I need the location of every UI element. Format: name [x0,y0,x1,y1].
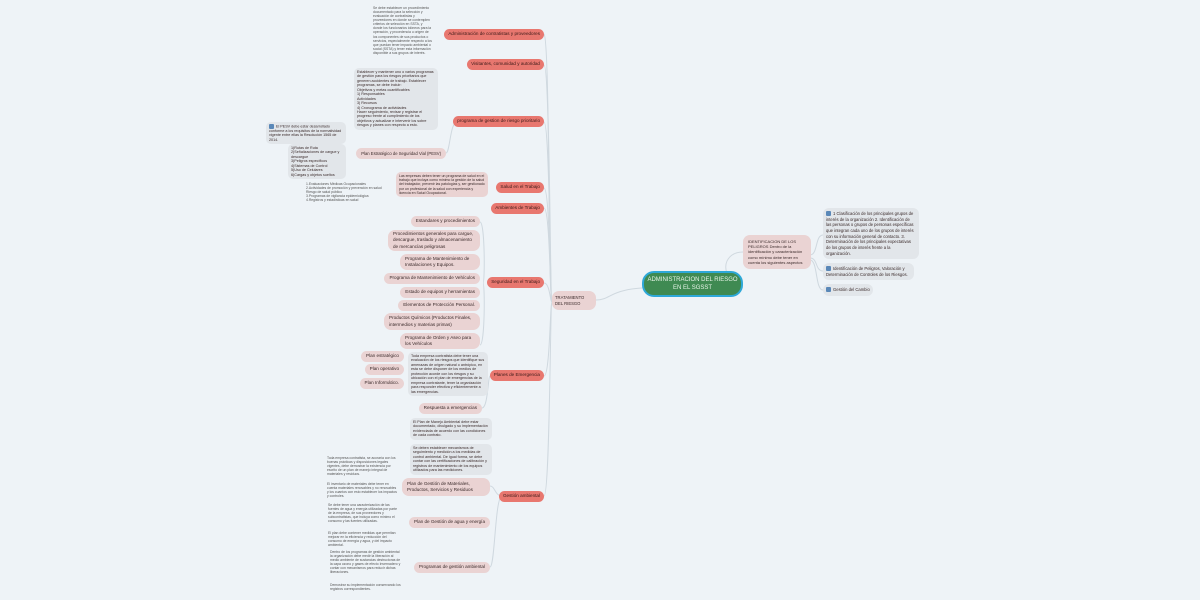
item-text: Gestión del Cambio [833,287,870,292]
seguridad-item[interactable]: Programa de Mantenimiento de Instalacion… [400,254,480,270]
note-emergencias: Toda empresa contratista debe tener una … [408,352,488,396]
note-programas: Demostrar su implementación conservando … [330,583,401,592]
central-topic[interactable]: ADMINISTRACION DEL RIESGO EN EL SGSST [642,271,743,297]
list-pesv: 1)Rutas de Ruta 2)Señalizaciones de carg… [288,144,346,180]
node-planes-emergencia[interactable]: Planes de Emergencia [489,370,544,381]
node-respuesta-emergencias[interactable]: Respuesta a emergencias [418,403,482,414]
item-text: 1 Clasificación de los principales grupo… [826,211,914,256]
seguridad-item[interactable]: Procedimientos generales para cargue, de… [388,230,480,251]
note-icon [826,211,831,217]
identificacion-item[interactable]: Identificación de Peligros, Valoración y… [823,263,914,281]
identificacion-item[interactable]: 1 Clasificación de los principales grupo… [823,208,919,260]
note-icon [826,287,831,293]
note-agua: El plan debe contener medidas que permit… [328,531,396,548]
node-pesv[interactable]: Plan Estratégico de Seguridad Vial (PESV… [356,148,446,159]
seguridad-item[interactable]: Productos Químicos (Productos Finales, i… [384,313,480,330]
seguridad-item[interactable]: Estandares y procedimientos [410,216,480,227]
note-text: El PESV debe estar desarrollado conforme… [269,124,342,142]
note-admin: Se debe establecer un procedimiento docu… [373,6,432,55]
node-seguridad[interactable]: Seguridad en el Trabajo [487,277,544,288]
node-programa-riesgo[interactable]: programa de gestion de riesgo prioritari… [453,116,544,127]
note-pesv: El PESV debe estar desarrollado conforme… [266,122,346,145]
node-plan-agua[interactable]: Plan de Gestión de agua y energía [409,517,490,528]
note-programa: Establecer y mantener uno o varios progr… [354,68,438,130]
plan-operativo[interactable]: Plan operativo [364,364,404,375]
note-icon [826,266,831,272]
identificacion-item[interactable]: Gestión del Cambio [823,284,873,296]
plan-estrategico[interactable]: Plan estratégico [361,351,404,362]
node-gestion-ambiental[interactable]: Gestión ambiental [498,491,544,502]
node-salud[interactable]: Salud en el Trabajo [496,182,544,193]
note-programas: Dentro de los programas de gestión ambie… [330,550,401,575]
node-ambientes[interactable]: Ambientes de Trabajo [491,203,544,214]
note-icon [269,124,274,129]
seguridad-item[interactable]: Programa de Mantenimiento de Vehículos [384,273,480,284]
note-materiales: El inventario de materiales debe tener e… [327,482,397,499]
note-ambiental-2: Se deben establecer mecanismos de seguim… [410,444,492,475]
seguridad-item[interactable]: Elementos de Protección Personal. [398,300,480,311]
node-visitantes[interactable]: Visitantes, comunidad y autoridad [467,59,544,70]
node-programas-ambiental[interactable]: Programas de gestión ambiental [413,562,490,573]
node-identificacion[interactable]: IDENTIFICACION DE LOS PELIGROS Dentro de… [743,235,811,269]
list-salud: 1.Evaluaciones Médicas Ocupacionales 2.A… [306,182,382,203]
node-plan-materiales[interactable]: Plan de Gestión de Materiales, Productos… [402,478,490,496]
seguridad-item[interactable]: Programa de Orden y Aseo para los Vehícu… [400,333,480,349]
node-admin-contratistas[interactable]: Administración de contratistas y proveed… [444,29,544,40]
plan-informatico[interactable]: Plan Informático. [359,378,404,389]
note-materiales: Toda empresa contratista, se acoraría co… [327,456,396,477]
node-tratamiento[interactable]: TRATAMIENTO DEL RIESGO [552,291,596,310]
note-ambiental-1: El Plan de Manejo Ambiental debe estar d… [410,418,492,440]
seguridad-item[interactable]: Estado de equipos y herramientas [400,287,480,298]
note-salud: Las empresas deben tener un programa de … [396,172,488,197]
note-agua: Se debe tener una caracterización de las… [328,503,397,524]
item-text: Identificación de Peligros, Valoración y… [826,266,908,277]
